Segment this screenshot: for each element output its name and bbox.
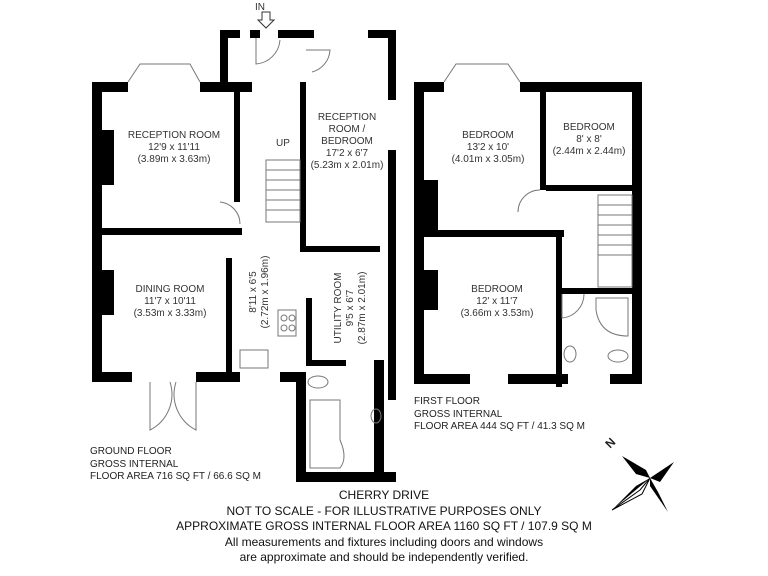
- room-kitchen: 8'11 x 6'5 (2.72m x 1.96m): [248, 255, 271, 329]
- room-bedroom-1: BEDROOM 13'2 x 10' (4.01m x 3.05m): [451, 130, 525, 165]
- entrance-label: IN: [255, 2, 265, 13]
- room-utility-room: UTILITY ROOM 9'5 x 6'7 (2.87m x 2.01m): [333, 271, 368, 345]
- footer-disclaimer: CHERRY DRIVE NOT TO SCALE - FOR ILLUSTRA…: [0, 488, 768, 566]
- first-floor-walls: [414, 82, 642, 387]
- stairs-up-label: UP: [276, 138, 290, 149]
- room-dining-room: DINING ROOM 11'7 x 10'11 (3.53m x 3.33m): [133, 284, 207, 319]
- ground-floor-walls: [92, 30, 396, 482]
- ground-floor-area: GROUND FLOOR GROSS INTERNAL FLOOR AREA 7…: [90, 446, 261, 482]
- first-floor-area: FIRST FLOOR GROSS INTERNAL FLOOR AREA 44…: [414, 396, 585, 432]
- compass-rose-icon: [611, 456, 674, 512]
- fixtures: [127, 38, 633, 469]
- room-bedroom-2: BEDROOM 8' x 8' (2.44m x 2.44m): [552, 122, 626, 157]
- room-reception-bedroom: RECEPTION ROOM / BEDROOM 17'2 x 6'7 (5.2…: [310, 112, 384, 171]
- entrance-arrow: [256, 11, 276, 29]
- footer-title: CHERRY DRIVE: [338, 488, 430, 502]
- room-reception-room: RECEPTION ROOM 12'9 x 11'11 (3.89m x 3.6…: [127, 130, 221, 165]
- room-bedroom-3: BEDROOM 12' x 11'7 (3.66m x 3.53m): [460, 284, 534, 319]
